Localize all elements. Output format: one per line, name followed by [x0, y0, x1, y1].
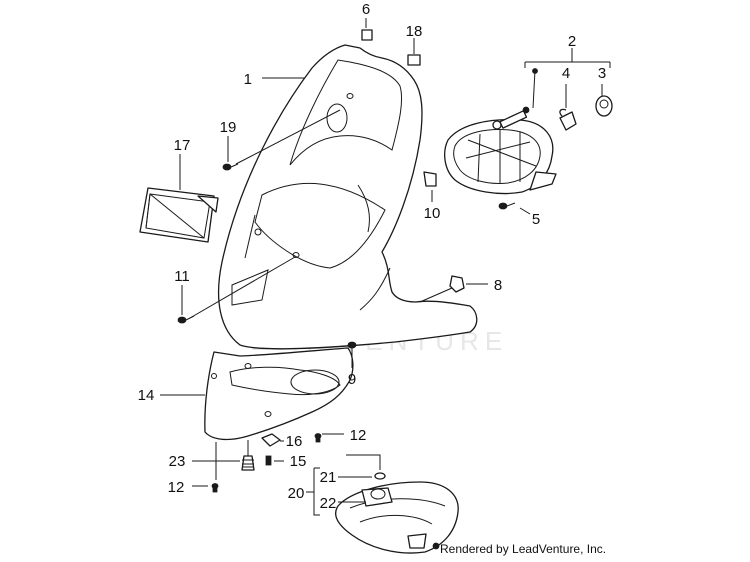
lower-leg-shield	[204, 347, 354, 441]
clip-part-16	[261, 433, 281, 447]
callout-16: 16	[286, 433, 303, 450]
callout-9: 9	[348, 371, 356, 388]
callout-1: 1	[244, 71, 252, 88]
clip-part-10	[423, 171, 437, 187]
callout-6: 6	[362, 1, 370, 18]
under-cover-assembly	[335, 472, 459, 554]
render-credit: Rendered by LeadVenture, Inc.	[440, 542, 607, 556]
clip-part-18	[407, 54, 421, 66]
leader-lines	[160, 18, 611, 516]
clip-part-6	[361, 29, 373, 41]
callout-3: 3	[598, 65, 606, 82]
callout-12-upper: 12	[350, 427, 367, 444]
callout-23: 23	[169, 453, 186, 470]
callout-17: 17	[174, 137, 191, 154]
callout-8: 8	[494, 277, 502, 294]
callout-18: 18	[406, 23, 423, 40]
collar-part	[595, 95, 613, 117]
callouts: 1 2 3 4 5 6 8 9 10 11 12 12 14 15 16 17 …	[138, 1, 607, 512]
front-body-shell	[217, 44, 478, 350]
bolt-part	[559, 108, 577, 131]
clip-part-8	[449, 275, 465, 293]
pocket-bracket	[139, 187, 219, 243]
callout-2: 2	[568, 33, 576, 50]
screw-part-9	[347, 341, 357, 356]
screw-part-23	[241, 455, 255, 471]
screw-part-15	[265, 455, 272, 466]
screw-part-19	[222, 163, 239, 171]
headlight-assembly	[444, 106, 557, 195]
callout-21: 21	[320, 469, 337, 486]
screw-part-12-lower	[211, 483, 219, 493]
callout-12-lower: 12	[168, 479, 185, 496]
callout-22: 22	[320, 495, 337, 512]
screw-part-5	[498, 202, 516, 210]
callout-4: 4	[562, 65, 570, 82]
callout-5: 5	[532, 211, 540, 228]
callout-19: 19	[220, 119, 237, 136]
callout-20: 20	[288, 485, 305, 502]
callout-11: 11	[174, 268, 190, 285]
screw-part-12-upper	[314, 433, 322, 443]
callout-14: 14	[138, 387, 155, 404]
callout-10: 10	[424, 205, 441, 222]
callout-15: 15	[290, 453, 307, 470]
